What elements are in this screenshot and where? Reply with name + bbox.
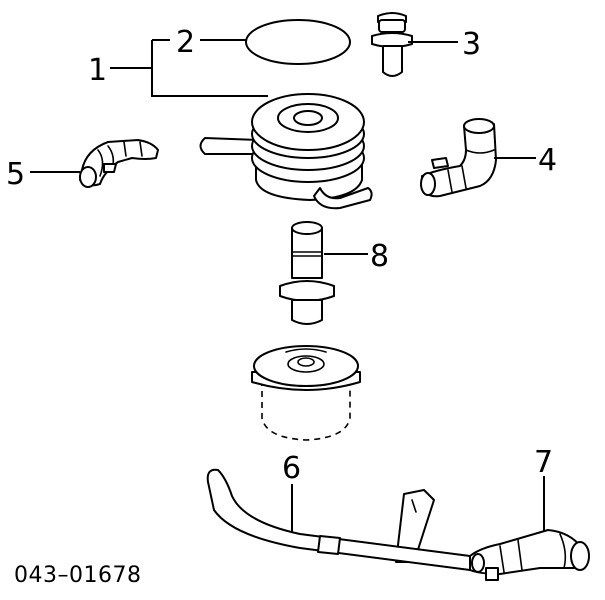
callout-6: 6	[282, 451, 301, 486]
callouts: 1 2 3 4 5 6 7 8	[6, 25, 557, 486]
callout-8: 8	[370, 239, 389, 274]
part-8-union-bolt	[279, 221, 335, 325]
diagram-part-code: 043–01678	[14, 563, 141, 588]
part-5-elbow-hose	[79, 139, 159, 188]
part-1-filter-assembly	[199, 93, 373, 210]
leader-lines	[30, 39, 545, 532]
callout-2: 2	[176, 25, 195, 60]
callout-3: 3	[462, 27, 481, 62]
callout-1: 1	[88, 53, 107, 88]
part-7-hose	[469, 529, 590, 581]
part-2-gasket	[245, 19, 351, 65]
callout-4: 4	[538, 143, 557, 178]
part-6-pipe	[206, 468, 471, 571]
leader-1-bracket	[151, 40, 268, 97]
filter-element	[251, 345, 361, 441]
part-4-elbow-hose	[420, 118, 497, 198]
callout-7: 7	[534, 445, 553, 480]
part-3-bolt	[371, 12, 413, 77]
callout-5: 5	[6, 157, 25, 192]
